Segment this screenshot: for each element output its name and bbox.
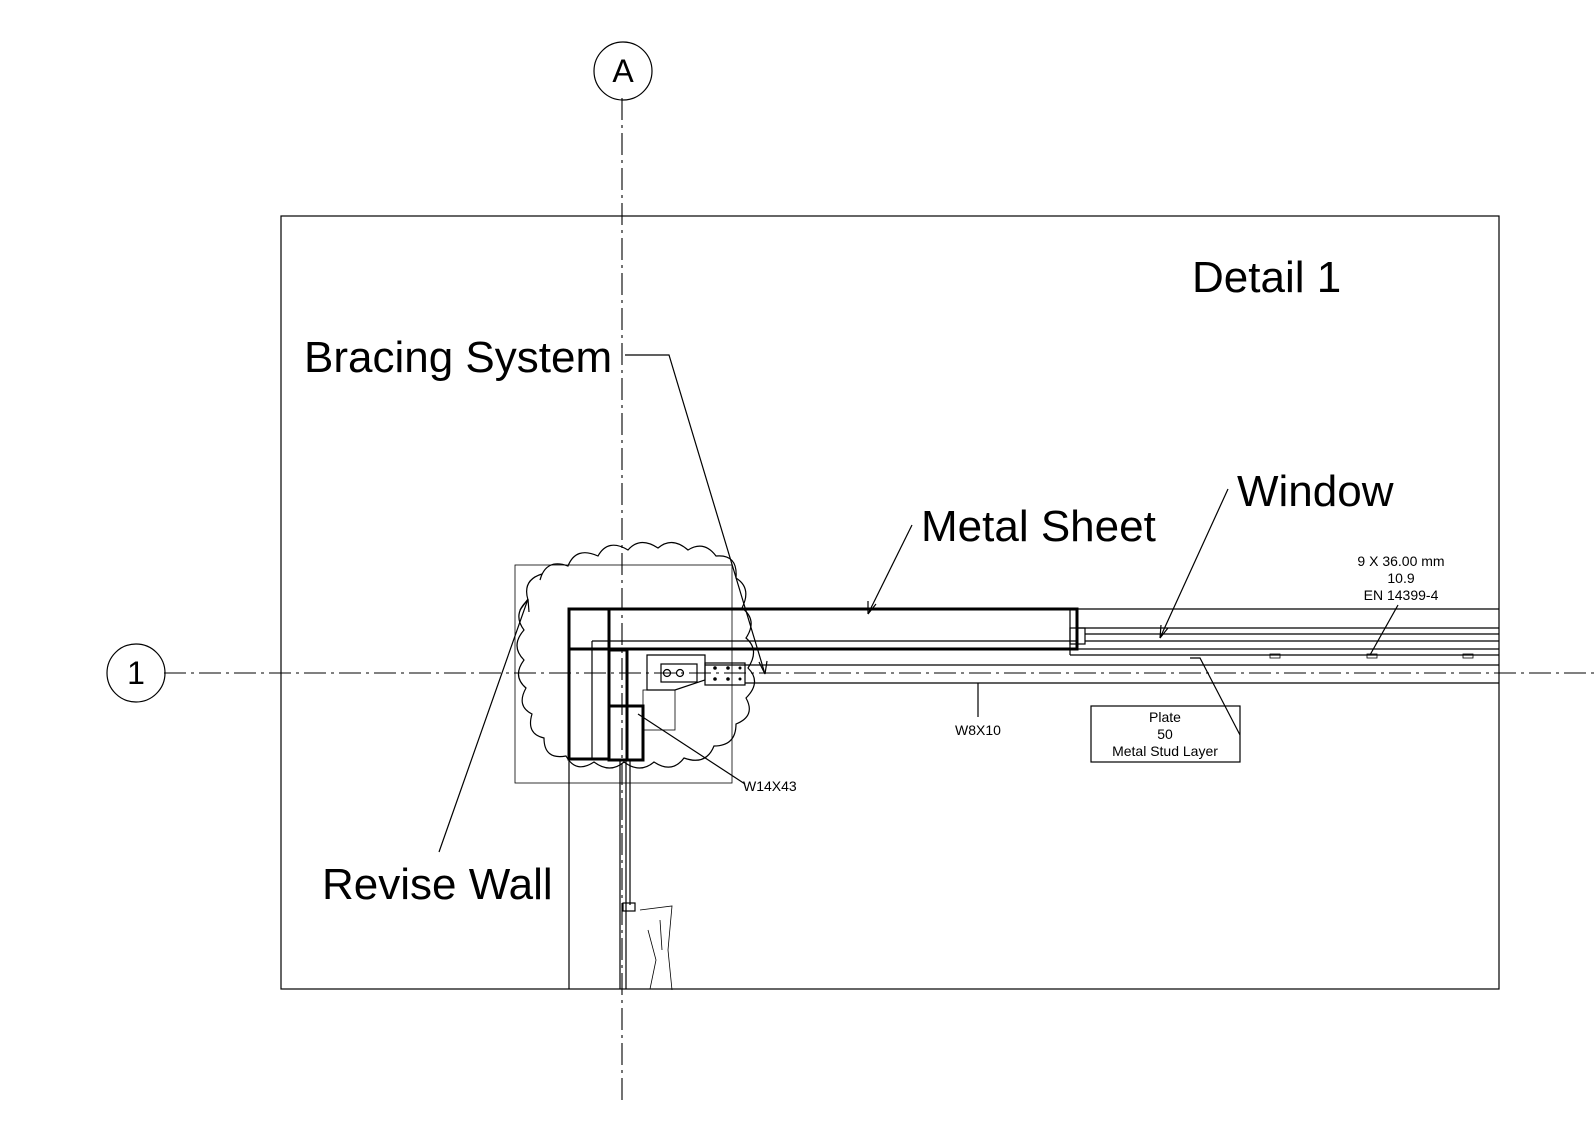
revision-cloud	[514, 541, 756, 784]
plate-tag-line-2: 50	[1157, 726, 1173, 742]
column-tag: W14X43	[637, 713, 797, 794]
window-spec-line-1: 9 X 36.00 mm	[1357, 553, 1444, 569]
window-label: Window	[1237, 467, 1394, 516]
beam-tag-label: W8X10	[955, 722, 1001, 738]
window-spec-line-2: 10.9	[1387, 570, 1414, 586]
window-system	[1069, 608, 1499, 659]
grid-bubble-a: A	[593, 41, 653, 101]
grid-label-a: A	[612, 53, 634, 89]
window-callout: Window	[1159, 467, 1394, 639]
revise-wall-callout: Revise Wall	[322, 598, 553, 909]
plate-tag-line-1: Plate	[1149, 709, 1181, 725]
bracing-system-label: Bracing System	[304, 333, 612, 382]
detail-frame	[280, 215, 1500, 990]
beam-w8x10	[705, 664, 1499, 684]
column-w14x43	[607, 648, 676, 991]
plate-tag-line-3: Metal Stud Layer	[1112, 743, 1218, 759]
detail-title: Detail 1	[1192, 253, 1341, 302]
bracing-connection	[646, 654, 746, 691]
wall-assembly	[567, 607, 1079, 761]
bracing-system-callout: Bracing System	[304, 333, 768, 675]
metal-sheet-callout: Metal Sheet	[867, 502, 1156, 615]
grid-label-1: 1	[127, 655, 145, 691]
grid-bubble-1: 1	[106, 643, 166, 703]
beam-tag: W8X10	[955, 683, 1001, 738]
window-spec-tag: 9 X 36.00 mm 10.9 EN 14399-4	[1357, 553, 1445, 656]
plate-tag: Plate 50 Metal Stud Layer	[1090, 657, 1241, 763]
metal-sheet-label: Metal Sheet	[921, 502, 1156, 551]
window-spec-line-3: EN 14399-4	[1364, 587, 1439, 603]
revise-wall-label: Revise Wall	[322, 860, 553, 909]
column-tag-label: W14X43	[743, 778, 797, 794]
